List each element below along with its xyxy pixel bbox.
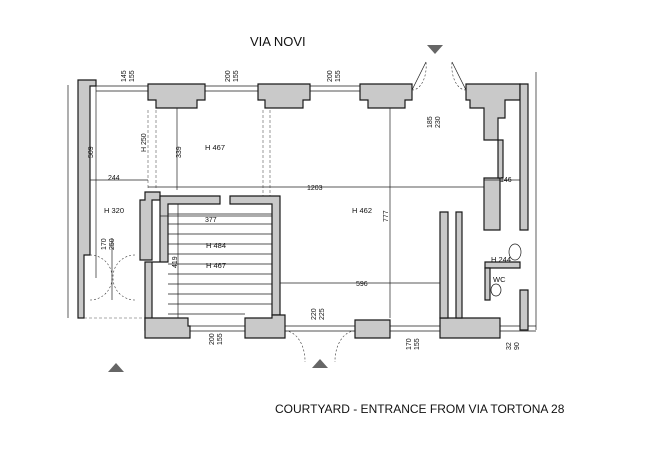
wc-fixtures <box>490 243 522 297</box>
dimension-lines <box>90 86 520 318</box>
dimension-label: 339 <box>176 146 183 158</box>
entrance-arrow-top <box>427 45 443 54</box>
dimension-label: 32 <box>506 342 513 350</box>
dimension-label: 155 <box>129 70 136 82</box>
wc-label: WC <box>493 275 506 284</box>
dimension-label: 170 <box>406 338 413 350</box>
entrance-arrow-bottom <box>312 359 328 368</box>
staircase <box>168 213 272 315</box>
dimension-label: 377 <box>205 217 217 224</box>
footer-caption: COURTYARD - ENTRANCE FROM VIA TORTONA 28 <box>275 402 565 416</box>
dimension-label: 155 <box>217 333 224 345</box>
dimension-label: 90 <box>514 342 521 350</box>
room-height-label: H 244 <box>491 255 511 264</box>
dimension-label: 145 <box>121 70 128 82</box>
door-swings <box>89 61 467 363</box>
dimension-label: 419 <box>172 256 179 268</box>
room-height-label: H 467 <box>205 143 225 152</box>
dimension-label: 155 <box>335 70 342 82</box>
dimension-label: 596 <box>356 281 368 288</box>
walls <box>77 79 529 339</box>
room-height-label: H 484 <box>206 241 226 250</box>
perimeter-lines <box>67 72 537 332</box>
dimension-label: 170 <box>101 238 108 250</box>
room-height-label: H 250 <box>141 133 148 152</box>
room-height-label: H 467 <box>206 261 226 270</box>
dimension-label: 200 <box>225 70 232 82</box>
room-height-label: H 320 <box>104 206 124 215</box>
dimension-label: 185 <box>427 116 434 128</box>
dimension-label: 155 <box>414 338 421 350</box>
dimension-label: 230 <box>435 116 442 128</box>
dimension-label: 777 <box>383 210 390 222</box>
dimension-label: 200 <box>209 333 216 345</box>
street-label-top: VIA NOVI <box>250 34 306 49</box>
courtyard-arrow <box>108 363 124 372</box>
room-height-label: H 462 <box>352 206 372 215</box>
dimension-label: 244 <box>108 175 120 182</box>
dimension-label: 509 <box>88 146 95 158</box>
dimension-label: 155 <box>233 70 240 82</box>
dimension-label: 146 <box>500 177 512 184</box>
dimension-label: 220 <box>311 308 318 320</box>
dimension-label: 200 <box>327 70 334 82</box>
dimension-label: 1203 <box>307 185 323 192</box>
dimension-label: 250 <box>109 238 116 250</box>
dimension-label: 225 <box>319 308 326 320</box>
